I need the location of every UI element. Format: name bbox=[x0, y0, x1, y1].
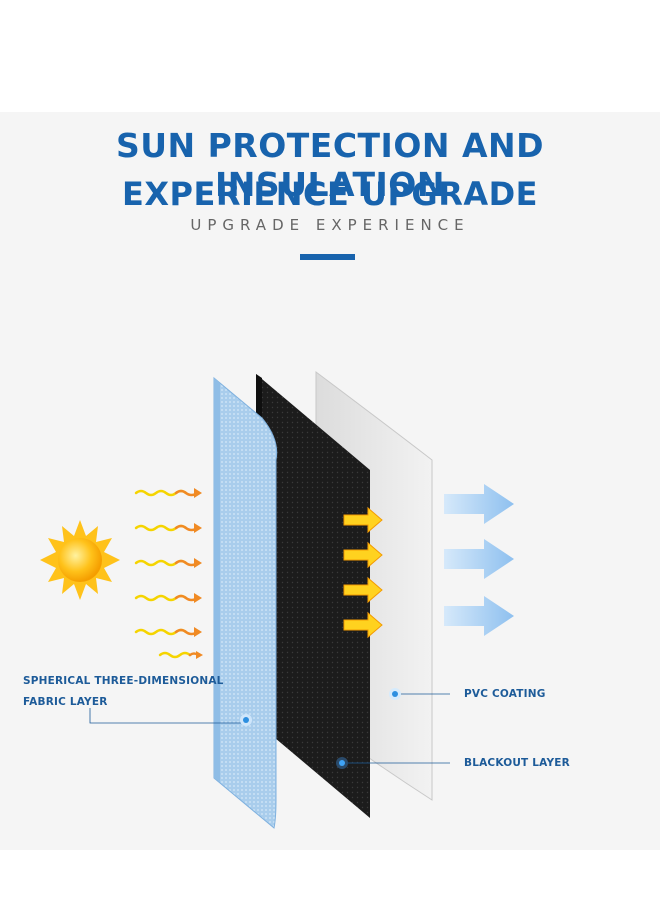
reflected-heat-arrows bbox=[343, 506, 383, 639]
fabric-layer bbox=[213, 376, 278, 829]
pvc-label-leader bbox=[389, 688, 450, 700]
heat-wave-arrow-icon bbox=[134, 558, 202, 568]
subheadline: UPGRADE EXPERIENCE bbox=[190, 216, 470, 234]
heat-wave-arrow-icon bbox=[134, 488, 202, 498]
pvc-coating-label: PVC COATING bbox=[464, 688, 546, 700]
headline-line-1: SUN PROTECTION AND INSULATION bbox=[115, 126, 545, 204]
fabric-layer-label-line-1: SPHERICAL THREE-DIMENSIONAL bbox=[23, 675, 224, 687]
cool-air-arrow-icon bbox=[444, 539, 514, 579]
heat-wave-arrow-icon bbox=[134, 627, 202, 637]
heat-wave-arrow-icon bbox=[134, 593, 202, 603]
blackout-label-leader bbox=[336, 757, 450, 769]
sun-icon bbox=[40, 520, 120, 600]
accent-divider bbox=[300, 254, 355, 260]
yellow-arrow-icon bbox=[343, 576, 383, 604]
fabric-label-leader bbox=[89, 708, 252, 726]
cool-air-arrows bbox=[444, 484, 514, 636]
headline-line-2: EXPERIENCE UPGRADE bbox=[121, 175, 539, 213]
cool-air-arrow-icon bbox=[444, 484, 514, 524]
heat-wave-arrow-icon bbox=[158, 651, 203, 659]
heat-wave-arrow-icon bbox=[134, 523, 202, 533]
yellow-arrow-icon bbox=[343, 611, 383, 639]
fabric-layer-label-line-2: FABRIC LAYER bbox=[23, 696, 108, 708]
blackout-layer-label: BLACKOUT LAYER bbox=[464, 757, 570, 769]
yellow-arrow-icon bbox=[343, 506, 383, 534]
cool-air-arrow-icon bbox=[444, 596, 514, 636]
heat-wave-arrows bbox=[134, 488, 203, 659]
yellow-arrow-icon bbox=[343, 541, 383, 569]
